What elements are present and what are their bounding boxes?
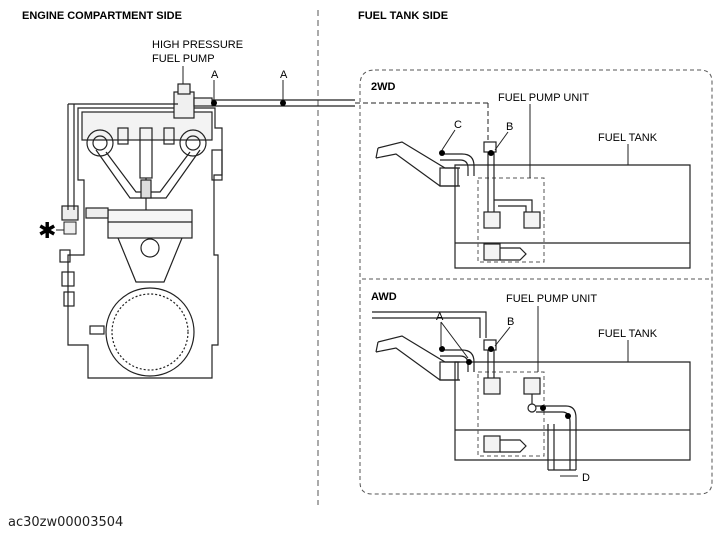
- asterisk-component: [63, 221, 77, 235]
- fuel-tank-side-header: FUEL TANK SIDE: [358, 10, 448, 22]
- hp-pump-label-line1: HIGH PRESSURE: [152, 39, 243, 51]
- 2wd-callout-b-leader: [494, 131, 509, 151]
- awd-callout-d: D: [582, 472, 590, 484]
- awd-joint-a-1: [439, 346, 445, 352]
- awd-callout-b: B: [507, 316, 514, 328]
- 2wd-fuel-tank-label: FUEL TANK: [598, 132, 658, 144]
- awd-callout-b-leader: [494, 326, 511, 347]
- tank-side-enclosure: [359, 69, 713, 495]
- awd-pump-unit: [440, 339, 577, 471]
- awd-fuel-tank-label: FUEL TANK: [598, 328, 658, 340]
- 2wd-callout-c-leader: [441, 129, 456, 151]
- reference-id: ac30zw00003504: [8, 515, 124, 530]
- 2wd-pump-unit: [440, 141, 545, 263]
- awd-joint-d-2: [565, 413, 571, 419]
- engine-block: [59, 107, 223, 379]
- 2wd-callout-b: B: [506, 121, 513, 133]
- engine-compartment-header: ENGINE COMPARTMENT SIDE: [22, 10, 182, 22]
- awd-pump-unit-label: FUEL PUMP UNIT: [506, 293, 597, 305]
- 2wd-joint-c: [439, 150, 445, 156]
- joint-a-engine-1: [211, 100, 217, 106]
- callout-a1: A: [211, 69, 219, 81]
- awd-joint-d-1: [540, 405, 546, 411]
- joint-a-engine-2: [280, 100, 286, 106]
- awd-callout-a: A: [436, 311, 444, 323]
- awd-fuel-tank: [372, 311, 691, 461]
- awd-joint-a-2: [466, 359, 472, 365]
- 2wd-pump-unit-label: FUEL PUMP UNIT: [498, 92, 589, 104]
- high-pressure-fuel-pump: [173, 83, 213, 119]
- hp-pump-label-line2: FUEL PUMP: [152, 53, 215, 65]
- awd-callout-a-leader-2: [440, 321, 469, 359]
- 2wd-title: 2WD: [371, 81, 396, 93]
- asterisk-marker: ✱: [38, 219, 56, 244]
- 2wd-fuel-tank: [375, 141, 691, 269]
- 2wd-callout-c: C: [454, 119, 462, 131]
- 2wd-joint-b: [488, 150, 494, 156]
- callout-a2: A: [280, 69, 288, 81]
- awd-joint-b: [488, 346, 494, 352]
- awd-title: AWD: [371, 291, 397, 303]
